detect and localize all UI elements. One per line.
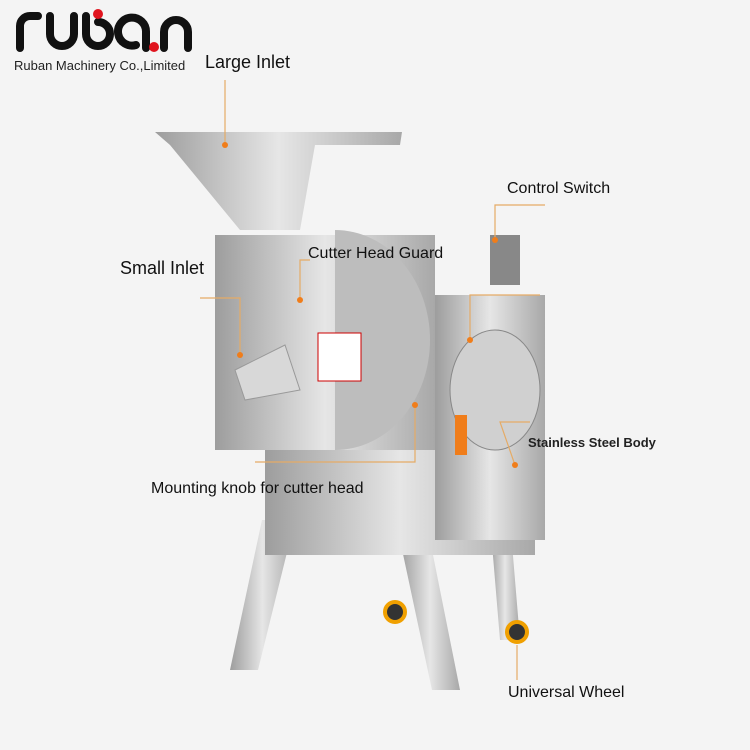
warning-sticker (317, 332, 362, 382)
front-left-leg (230, 520, 295, 670)
cutter-head-guard (335, 230, 430, 450)
large-inlet-hopper (155, 132, 402, 230)
label-mounting-knob: Mounting knob for cutter head (151, 480, 364, 497)
ruban-logo (14, 4, 194, 59)
side-disc (449, 329, 541, 451)
orange-handle (455, 415, 467, 455)
small-inlet-tube (234, 344, 301, 401)
control-switch (490, 235, 520, 285)
leader-lines (200, 80, 545, 680)
wheel-right (505, 620, 529, 644)
company-name: Ruban Machinery Co.,Limited (14, 58, 186, 73)
label-control-switch: Control Switch (507, 180, 611, 197)
leader-dots (222, 142, 518, 468)
label-universal-wheel: Universal Wheel (508, 684, 625, 701)
front-right-leg (400, 540, 460, 690)
wheel-left (383, 600, 407, 624)
label-small-inlet: Small Inlet (120, 258, 205, 278)
label-cutter-head-guard: Cutter Head Guard (308, 245, 444, 262)
label-large-inlet: Large Inlet (205, 52, 291, 72)
label-stainless-steel-body: Stainless Steel Body (528, 435, 656, 450)
